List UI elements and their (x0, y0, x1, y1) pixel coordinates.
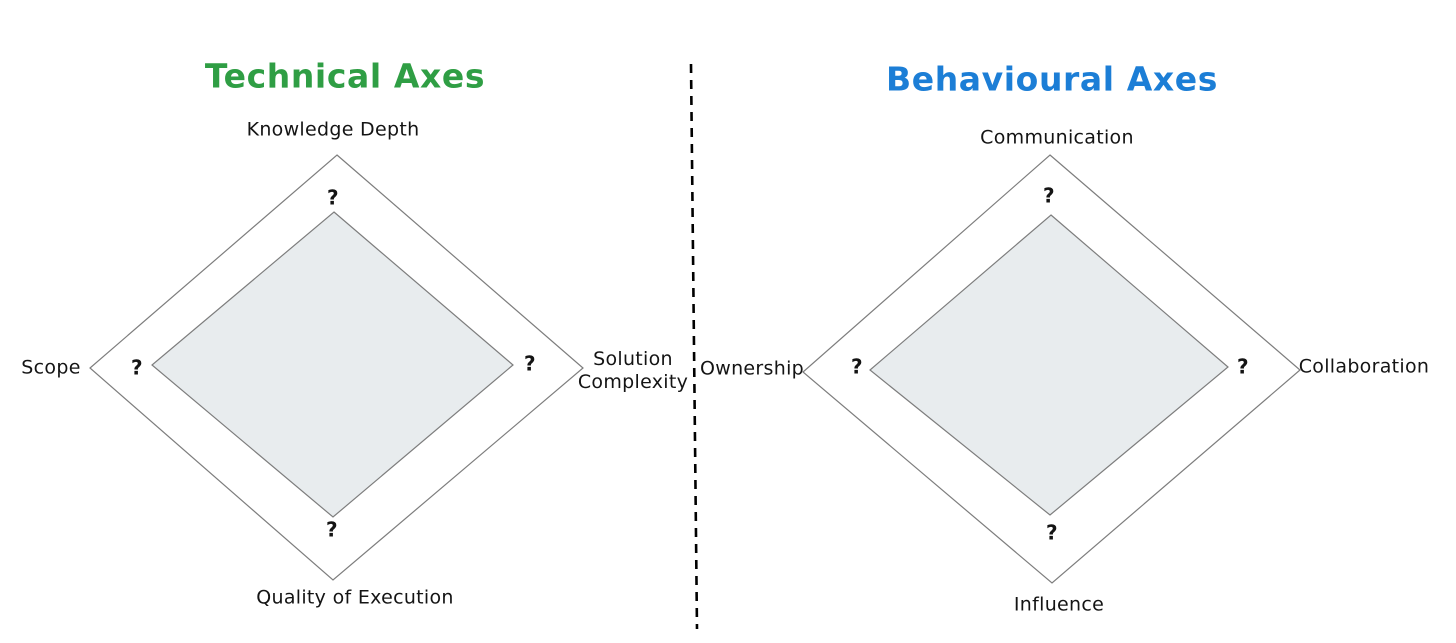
technical-title: Technical Axes (204, 56, 486, 96)
technical-axis-label-right: Solution Complexity (577, 348, 689, 393)
behavioural-value-right: ? (1237, 354, 1249, 379)
behavioural-value-top: ? (1043, 183, 1055, 208)
behavioural-value-left: ? (851, 354, 863, 379)
technical-outer-diamond (89, 154, 584, 581)
technical-axis-label-top: Knowledge Depth (246, 118, 420, 141)
behavioural-value-bottom: ? (1046, 520, 1058, 545)
behavioural-axis-label-top: Communication (980, 126, 1134, 149)
dashed-divider (689, 63, 699, 630)
technical-value-bottom: ? (326, 517, 338, 542)
technical-axis-label-bottom: Quality of Execution (256, 586, 454, 609)
technical-axis-label-left: Scope (21, 356, 81, 379)
technical-value-left: ? (131, 355, 143, 380)
behavioural-outer-diamond (802, 154, 1301, 584)
technical-value-right: ? (524, 351, 536, 376)
technical-inner-diamond (151, 211, 514, 518)
technical-value-top: ? (327, 185, 339, 210)
behavioural-title: Behavioural Axes (885, 59, 1219, 99)
behavioural-axis-label-bottom: Influence (1013, 593, 1105, 616)
behavioural-axis-label-right: Collaboration (1298, 355, 1430, 378)
behavioural-inner-diamond (869, 214, 1229, 516)
behavioural-axis-label-left: Ownership (699, 357, 805, 380)
